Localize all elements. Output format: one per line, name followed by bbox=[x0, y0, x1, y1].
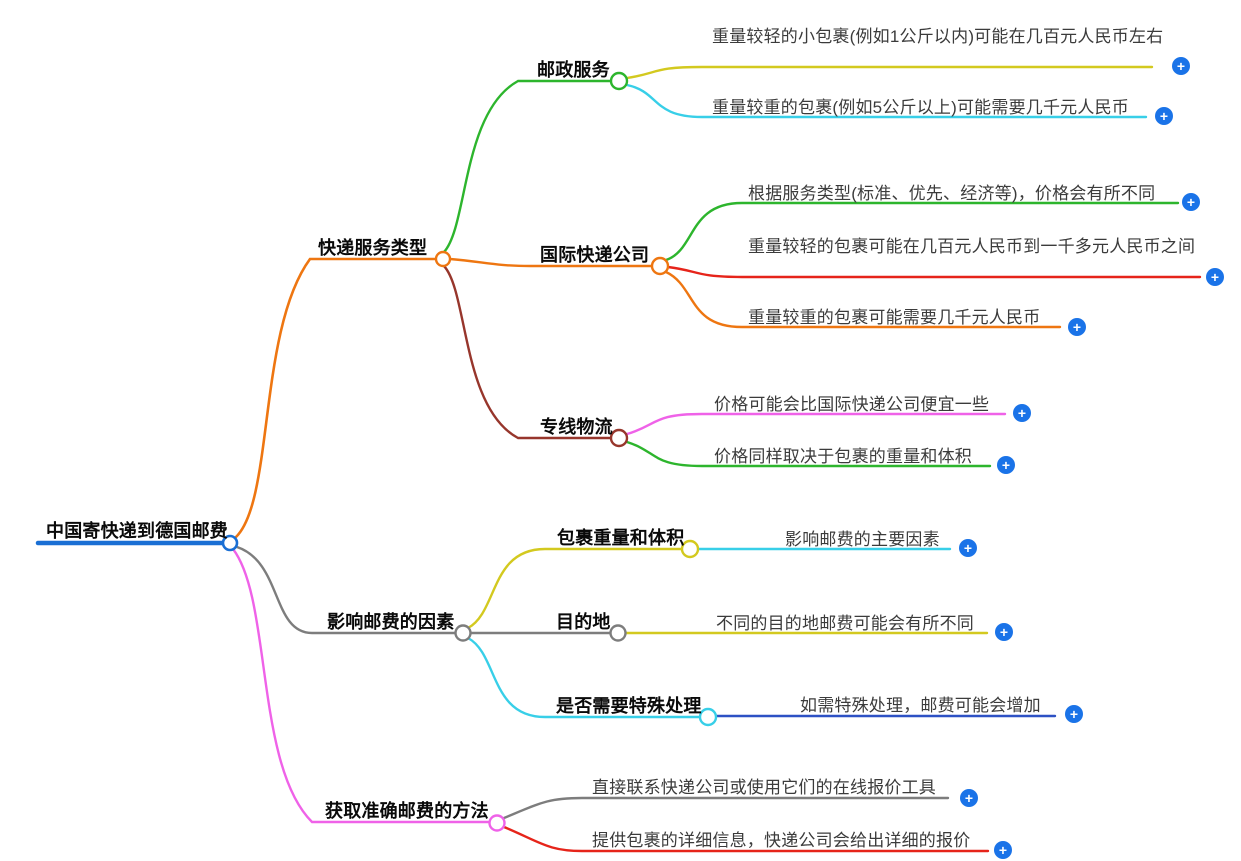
edge-service-types-to-postal-service bbox=[442, 79, 613, 254]
node-handle-express-service-types[interactable] bbox=[434, 250, 452, 268]
edge-postal-to-heavy-package-note bbox=[625, 83, 1148, 119]
expand-button[interactable]: + bbox=[1065, 705, 1083, 723]
plus-icon: + bbox=[1000, 624, 1008, 640]
leaf-destination-vary[interactable]: 不同的目的地邮费可能会有所不同 bbox=[716, 614, 974, 633]
expand-icon bbox=[1155, 107, 1173, 125]
leaf-postal-heavy-package[interactable]: 重量较重的包裹(例如5公斤以上)可能需要几千元人民币 bbox=[712, 98, 1129, 117]
plus-icon: + bbox=[1160, 108, 1168, 124]
node-label-destination[interactable]: 目的地 bbox=[556, 612, 611, 632]
leaf-intl-service-type[interactable]: 根据服务类型(标准、优先、经济等)，价格会有所不同 bbox=[748, 184, 1156, 203]
edge-dedicated-to-cheaper-note bbox=[625, 412, 1007, 436]
node-handle-root[interactable] bbox=[221, 534, 239, 552]
plus-icon: + bbox=[999, 842, 1007, 858]
leaf-dedicated-weight-volume[interactable]: 价格同样取决于包裹的重量和体积 bbox=[714, 447, 972, 466]
plus-icon: + bbox=[1177, 58, 1185, 74]
plus-icon: + bbox=[1002, 457, 1010, 473]
node-label-root[interactable]: 中国寄快递到德国邮费 bbox=[46, 521, 228, 541]
edge-service-types-to-dedicated-logistics bbox=[442, 264, 613, 440]
expand-icon bbox=[1182, 193, 1200, 211]
node-label-postal-service[interactable]: 邮政服务 bbox=[537, 60, 610, 80]
node-handle-destination[interactable] bbox=[609, 624, 627, 642]
expand-icon bbox=[1065, 705, 1083, 723]
leaf-dedicated-cheaper[interactable]: 价格可能会比国际快递公司便宜一些 bbox=[714, 395, 990, 414]
edge-methods-to-contact-note bbox=[502, 796, 950, 820]
plus-icon: + bbox=[965, 790, 973, 806]
expand-button[interactable]: + bbox=[997, 456, 1015, 474]
leaf-contact-courier[interactable]: 直接联系快递公司或使用它们的在线报价工具 bbox=[592, 778, 936, 797]
node-handle-special-handling[interactable] bbox=[698, 707, 718, 727]
node-label-accurate-postage-methods[interactable]: 获取准确邮费的方法 bbox=[325, 801, 489, 821]
leaf-main-factor[interactable]: 影响邮费的主要因素 bbox=[785, 530, 940, 549]
edge-dedicated-to-weight-volume-note bbox=[625, 440, 992, 468]
edge-methods-to-provide-info-note bbox=[502, 825, 990, 853]
edge-service-types-to-international-express bbox=[448, 257, 653, 268]
edge-intl-to-heavy-package-note bbox=[664, 270, 1062, 329]
node-handle-dedicated-logistics[interactable] bbox=[609, 428, 629, 448]
node-handle-weight-volume[interactable] bbox=[680, 539, 700, 559]
node-label-express-service-types[interactable]: 快递服务类型 bbox=[318, 238, 428, 258]
expand-button[interactable]: + bbox=[960, 789, 978, 807]
expand-button[interactable]: + bbox=[959, 539, 977, 557]
node-handle-international-express[interactable] bbox=[650, 256, 670, 276]
edge-root-to-accurate-postage-methods bbox=[231, 547, 491, 824]
plus-icon: + bbox=[1070, 706, 1078, 722]
expand-icon bbox=[995, 623, 1013, 641]
node-handle-postal-service[interactable] bbox=[609, 71, 629, 91]
plus-icon: + bbox=[1211, 269, 1219, 285]
plus-icon: + bbox=[1073, 319, 1081, 335]
edge-factors-to-weight-volume bbox=[466, 547, 684, 630]
plus-icon: + bbox=[1018, 405, 1026, 421]
node-label-special-handling[interactable]: 是否需要特殊处理 bbox=[556, 696, 702, 716]
plus-icon: + bbox=[1187, 194, 1195, 210]
expand-icon bbox=[1013, 404, 1031, 422]
expand-button[interactable]: + bbox=[994, 841, 1012, 859]
node-handle-accurate-postage-methods[interactable] bbox=[488, 814, 506, 832]
node-label-international-express[interactable]: 国际快递公司 bbox=[540, 245, 650, 265]
expand-icon bbox=[994, 841, 1012, 859]
node-label-weight-volume[interactable]: 包裹重量和体积 bbox=[557, 528, 685, 548]
expand-button[interactable]: + bbox=[1182, 193, 1200, 211]
node-label-postage-factors[interactable]: 影响邮费的因素 bbox=[327, 612, 455, 632]
node-label-dedicated-logistics[interactable]: 专线物流 bbox=[540, 417, 613, 437]
node-handle-postage-factors[interactable] bbox=[454, 624, 472, 642]
expand-button[interactable]: + bbox=[1172, 57, 1190, 75]
plus-icon: + bbox=[964, 540, 972, 556]
expand-button[interactable]: + bbox=[1068, 318, 1086, 336]
expand-icon bbox=[1068, 318, 1086, 336]
edge-root-to-postage-factors bbox=[235, 545, 457, 635]
expand-icon bbox=[960, 789, 978, 807]
leaf-special-handling-increase[interactable]: 如需特殊处理，邮费可能会增加 bbox=[800, 696, 1041, 715]
edge-postal-to-light-package-note bbox=[625, 65, 1154, 80]
expand-icon bbox=[1206, 268, 1224, 286]
expand-icon bbox=[959, 539, 977, 557]
expand-button[interactable]: + bbox=[995, 623, 1013, 641]
expand-icon bbox=[997, 456, 1015, 474]
expand-icon bbox=[1172, 57, 1190, 75]
leaf-intl-heavy-package[interactable]: 重量较重的包裹可能需要几千元人民币 bbox=[748, 308, 1041, 327]
leaf-intl-light-package[interactable]: 重量较轻的包裹可能在几百元人民币到一千多元人民币之间 bbox=[748, 237, 1196, 256]
edge-intl-to-light-package-note bbox=[666, 265, 1202, 279]
leaf-postal-light-package[interactable]: 重量较轻的小包裹(例如1公斤以内)可能在几百元人民币左右 bbox=[712, 27, 1164, 46]
edge-factors-to-special-handling bbox=[466, 636, 702, 719]
expand-button[interactable]: + bbox=[1155, 107, 1173, 125]
edge-intl-to-service-type-note bbox=[664, 201, 1180, 262]
expand-button[interactable]: + bbox=[1206, 268, 1224, 286]
leaf-provide-details[interactable]: 提供包裹的详细信息，快递公司会给出详细的报价 bbox=[592, 831, 971, 850]
expand-button[interactable]: + bbox=[1013, 404, 1031, 422]
edge-root-to-express-service-types bbox=[234, 257, 438, 539]
